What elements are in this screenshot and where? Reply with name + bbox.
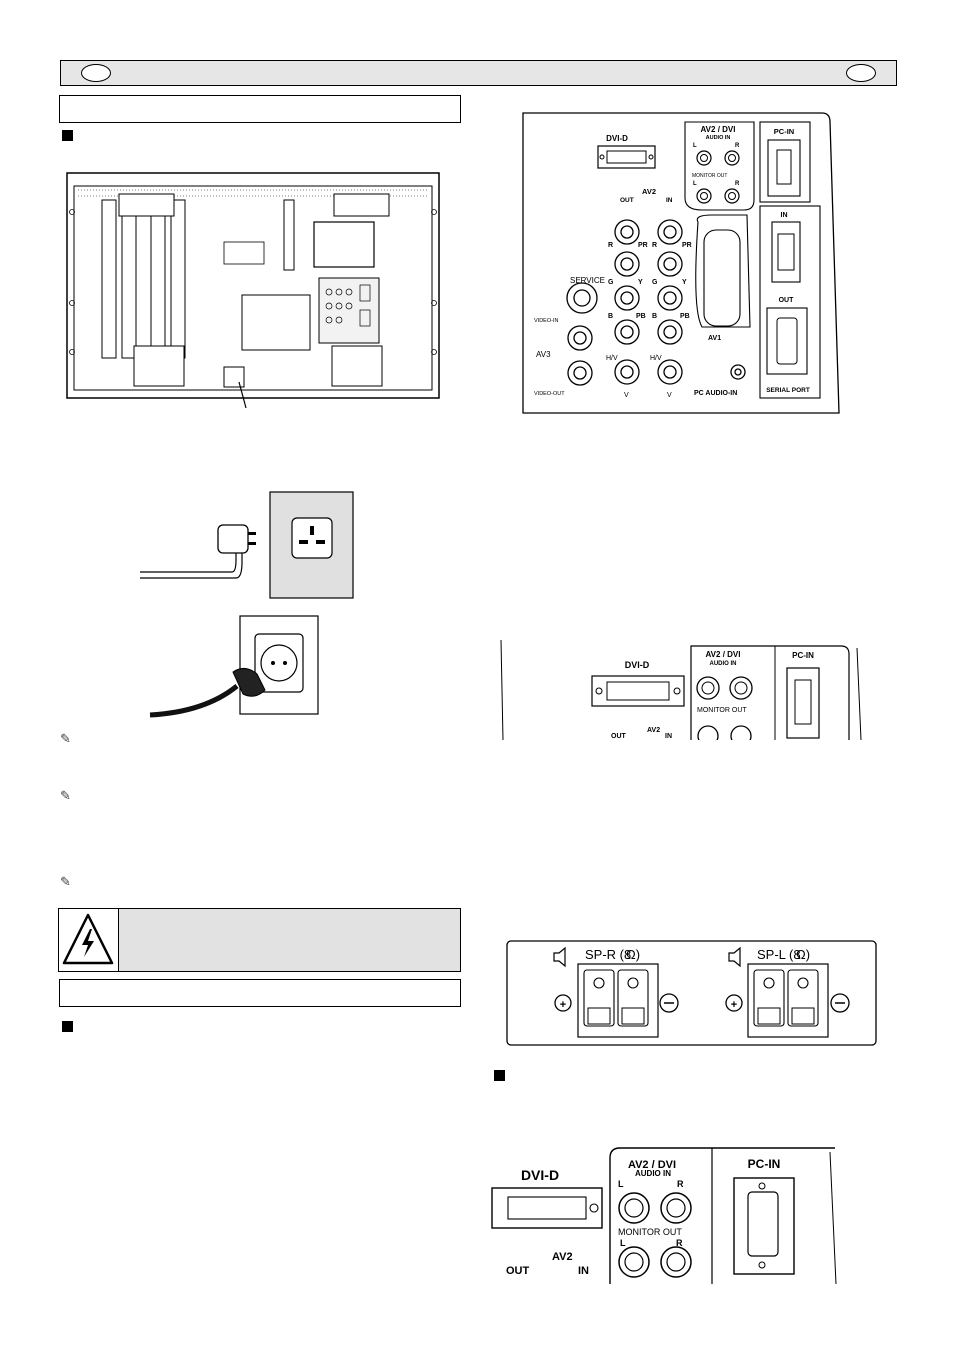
serial-in-label: IN bbox=[781, 212, 788, 219]
service-label: SERVICE bbox=[570, 276, 605, 285]
out-label: OUT bbox=[620, 197, 634, 204]
y-label: Y bbox=[638, 279, 643, 286]
dvi-d-label: DVI-D bbox=[606, 134, 628, 143]
ohm-label: Ω) bbox=[626, 947, 640, 962]
section-box-speakers bbox=[59, 979, 461, 1007]
r-label-av2-in: R bbox=[652, 242, 657, 249]
pc-audio-in-label: PC AUDIO-IN bbox=[694, 390, 737, 397]
v-label-in: V bbox=[667, 392, 672, 399]
hv-label-in: H/V bbox=[650, 355, 662, 362]
av2-label: AV2 bbox=[642, 187, 656, 196]
g-label: G bbox=[608, 279, 614, 286]
sp-r-label: SP-R (8 bbox=[585, 947, 631, 962]
bullet-marker bbox=[62, 130, 73, 141]
speaker-right-group: SP-R (8 Ω) + bbox=[553, 946, 679, 1038]
warning-icon-cell bbox=[59, 909, 119, 971]
out-label: OUT bbox=[506, 1265, 530, 1277]
b-label-in: B bbox=[652, 313, 657, 320]
v-label: V bbox=[624, 392, 629, 399]
r-label: R bbox=[735, 143, 740, 149]
av2-dvi-label: AV2 / DVI bbox=[628, 1159, 676, 1171]
av1-label: AV1 bbox=[708, 335, 721, 342]
audio-in-label: AUDIO IN bbox=[635, 1169, 671, 1178]
pb-label-in: PB bbox=[680, 313, 690, 320]
speaker-left-group: SP-L (8 Ω) + bbox=[725, 946, 850, 1038]
connector-panel-zoom: DVI-D AV2 / DVI AUDIO IN L R MONITOR OUT… bbox=[491, 1147, 837, 1284]
section-box-power bbox=[59, 95, 461, 123]
warning-box bbox=[58, 908, 461, 972]
header-oval-left bbox=[81, 64, 111, 82]
monitor-out-label: MONITOR OUT bbox=[697, 707, 747, 714]
lightning-warning-icon bbox=[62, 913, 114, 965]
av2-label: AV2 bbox=[552, 1251, 573, 1263]
pencil-note-icon: ✎ bbox=[60, 874, 71, 889]
l-label-2: L bbox=[693, 181, 697, 187]
out-label: OUT bbox=[611, 733, 627, 740]
r-label-2: R bbox=[676, 1238, 683, 1248]
monitor-out-label: MONITOR OUT bbox=[692, 173, 727, 179]
bullet-marker bbox=[494, 1070, 505, 1081]
pencil-note-icon: ✎ bbox=[60, 788, 71, 803]
g-label-in: G bbox=[652, 279, 658, 286]
r-label-2: R bbox=[735, 181, 740, 187]
uk-plug-socket-illustration bbox=[140, 491, 354, 599]
speaker-terminals-illustration: SP-R (8 Ω) + SP-L (8 Ω) + bbox=[506, 940, 877, 1046]
video-out-label: VIDEO-OUT bbox=[534, 391, 565, 397]
y-label-in: Y bbox=[682, 279, 687, 286]
pc-in-label: PC-IN bbox=[748, 1157, 781, 1171]
monitor-out-label: MONITOR OUT bbox=[618, 1227, 682, 1237]
r-label-av2: R bbox=[608, 242, 613, 249]
video-in-label: VIDEO-IN bbox=[534, 318, 558, 324]
svg-text:+: + bbox=[560, 999, 566, 1011]
l-label: L bbox=[693, 143, 697, 149]
bullet-marker bbox=[62, 1021, 73, 1032]
pc-in-label: PC-IN bbox=[774, 127, 794, 136]
svg-text:+: + bbox=[731, 999, 737, 1011]
serial-port-label: SERIAL PORT bbox=[766, 387, 810, 394]
serial-out-label: OUT bbox=[779, 297, 795, 304]
pc-in-label: PC-IN bbox=[792, 651, 814, 660]
ohm-label-2: Ω) bbox=[796, 947, 810, 962]
hv-label: H/V bbox=[606, 355, 618, 362]
connector-panel-full: DVI-D AV2 / DVI AUDIO IN L R MONITOR OUT… bbox=[522, 112, 840, 414]
pencil-note-icon: ✎ bbox=[60, 731, 71, 746]
l-label: L bbox=[618, 1179, 624, 1189]
tv-rear-view-illustration bbox=[66, 172, 440, 409]
pb-label: PB bbox=[636, 313, 646, 320]
audio-in-label: AUDIO IN bbox=[710, 661, 737, 667]
r-label: R bbox=[677, 1179, 684, 1189]
pr-label: PR bbox=[638, 242, 648, 249]
av2-dvi-label: AV2 / DVI bbox=[701, 125, 736, 134]
header-oval-right bbox=[846, 64, 876, 82]
av2-dvi-label: AV2 / DVI bbox=[706, 650, 741, 659]
euro-plug-socket-illustration bbox=[149, 615, 319, 718]
audio-in-label: AUDIO IN bbox=[706, 135, 731, 141]
b-label: B bbox=[608, 313, 613, 320]
in-label: IN bbox=[578, 1265, 589, 1277]
sp-l-label: SP-L (8 bbox=[757, 947, 801, 962]
in-label: IN bbox=[666, 197, 673, 204]
pr-label-in: PR bbox=[682, 242, 692, 249]
dvi-d-label: DVI-D bbox=[521, 1167, 559, 1183]
av2-label: AV2 bbox=[647, 727, 660, 734]
av3-label: AV3 bbox=[536, 350, 551, 359]
connector-panel-partial: DVI-D AV2 / DVI AUDIO IN MONITOR OUT PC-… bbox=[500, 640, 862, 740]
in-label: IN bbox=[665, 733, 672, 740]
dvi-d-label: DVI-D bbox=[625, 660, 650, 670]
l-label-2: L bbox=[620, 1238, 626, 1248]
page-header-bar bbox=[60, 60, 897, 86]
